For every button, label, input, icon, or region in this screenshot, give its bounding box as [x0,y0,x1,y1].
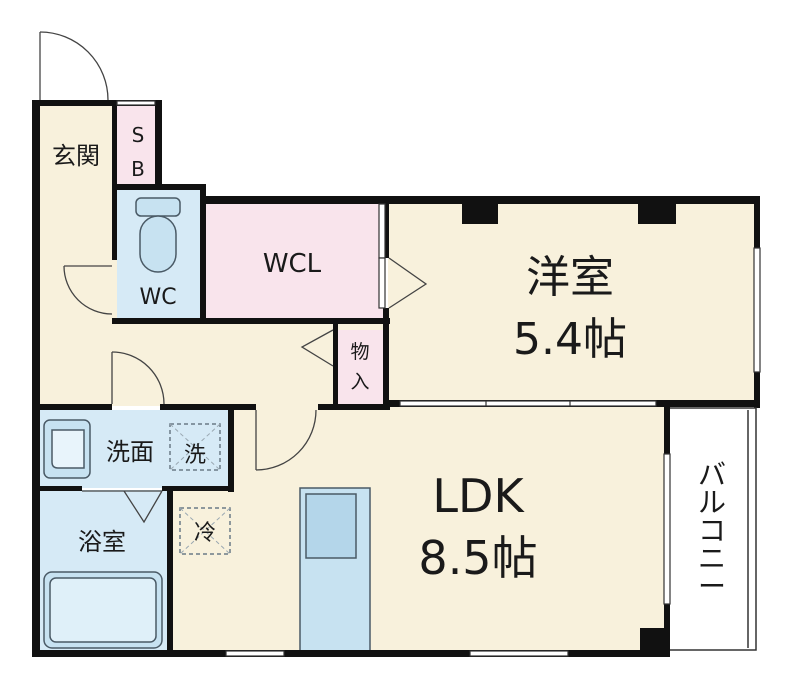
wall-right-sb [155,100,162,190]
balcony-char-4: ニ [698,542,726,575]
washbasin-fixture [43,419,91,479]
wall-bottom [32,650,670,657]
toilet-fixture [135,197,181,273]
wall-entrance-sb [112,106,117,188]
wall-wc-right [200,188,206,324]
window-wcl-low [378,257,386,309]
western-door [388,257,428,309]
ldk-door [255,409,317,471]
wall-top-entrance [32,100,160,106]
pillar-2 [638,200,676,224]
pillar-1 [462,200,498,224]
balcony-floor [668,406,756,650]
wall-western-left [383,196,389,258]
sb-label-top: S [132,123,145,147]
washer-space [169,423,221,471]
pillar-3 [640,628,670,656]
balcony-label: バ ル コ ニ ー [698,458,726,603]
balcony-char-3: コ [698,514,726,547]
window-western-bottom [399,400,657,407]
storage-label-top: 物 [350,341,369,363]
wcl-label: WCL [263,249,322,279]
western-room-floor [388,202,754,404]
ldk-size: 8.5帖 [418,531,537,585]
kitchen-counter [299,487,371,653]
doors [39,31,428,524]
western-room-size: 5.4帖 [513,314,627,365]
washer-label: 洗 [184,443,206,468]
balcony-outline [670,407,757,651]
ldk-floor [172,406,666,652]
washroom-label: 洗面 [106,438,154,466]
wall-top-wc [112,184,206,190]
washer-diag-1 [169,423,221,471]
fridge-space [179,507,231,555]
wall-wash-right [228,404,234,492]
entrance-label: 玄関 [52,142,100,170]
wall-hall-bottom-mid [160,404,256,410]
sb-floor [117,106,155,188]
bathtub-fixture [43,571,163,649]
wall-wash-bottom-r [162,486,234,491]
wcl-floor [204,204,384,320]
storage-door [300,329,334,367]
window-ldk-bottom-1 [225,650,285,657]
window-sb [116,100,156,106]
wall-wash-bottom [32,486,82,491]
balcony-char-5: ー [698,570,726,603]
balcony-rail [670,407,757,651]
windows [116,100,761,657]
wc-door [63,265,113,315]
window-western-right [753,247,761,373]
window-ldk-bottom-2 [469,650,569,657]
storage-label-bottom: 入 [350,371,369,393]
fridge-diag-1 [179,507,231,555]
entrance-door [39,31,109,101]
bath-label: 浴室 [78,528,126,556]
labels: 玄関 S B WC WCL 物 入 洋室 5.4帖 洗面 洗 浴室 冷 LDK … [52,123,726,603]
balcony-char-2: ル [698,486,726,519]
wall-hall-bottom-right [318,404,390,410]
wall-left [32,100,40,656]
washer-diag-2 [169,423,221,471]
wash-door [111,351,165,405]
wall-wc-bottom [112,318,206,324]
wall-storage-left [333,324,338,406]
wall-wc-left [112,188,117,260]
storage-floor [337,330,383,404]
fridge-diag-2 [179,507,231,555]
wall-hall-bottom-left [32,404,112,410]
wall-western-left-low [383,308,389,406]
bath-door [82,490,163,524]
wall-bath-right [167,486,173,656]
fridge-label: 冷 [194,521,216,546]
balcony-char-1: バ [698,458,726,491]
ldk-name: LDK [432,469,525,523]
wall-wcl-bottom [200,318,390,324]
window-ldk-right [663,453,671,605]
western-room-name: 洋室 [526,252,614,303]
wc-label: WC [139,285,176,310]
fixtures [43,197,371,653]
sb-label-bottom: B [131,157,145,181]
window-wcl [378,203,386,259]
